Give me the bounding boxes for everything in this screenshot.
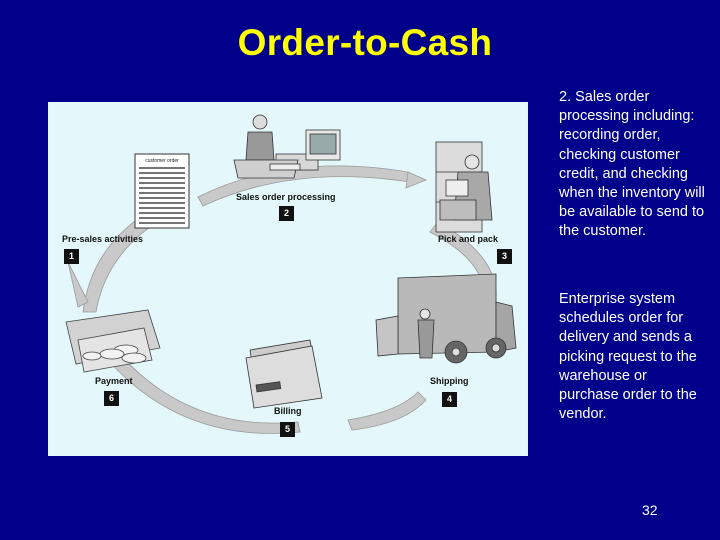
step-label-sales-order-processing: Sales order processing — [236, 192, 336, 202]
office-worker-computer-icon — [233, 114, 341, 179]
slide-title: Order-to-Cash — [237, 22, 493, 63]
step-label-pre-sales: Pre-sales activities — [62, 234, 144, 244]
step-label-shipping: Shipping — [430, 376, 469, 386]
cycle-illustration: customer order — [65, 114, 517, 434]
billing-envelope-icon — [245, 339, 323, 409]
document-header: customer order — [145, 158, 179, 164]
step-label-payment: Payment — [95, 376, 133, 386]
customer-order-document-icon: customer order — [134, 153, 190, 229]
step-label-pick-and-pack: Pick and pack — [438, 234, 499, 244]
step-number-1: 1 — [64, 249, 79, 264]
enterprise-system-description: Enterprise system schedules order for de… — [559, 291, 697, 423]
step-number-2: 2 — [279, 206, 294, 221]
payment-money-icon — [65, 309, 161, 373]
delivery-truck-icon — [375, 273, 517, 364]
step-number-3: 3 — [497, 249, 512, 264]
warehouse-worker-icon — [435, 141, 493, 233]
page-number: 32 — [642, 502, 658, 518]
step-number-6: 6 — [104, 391, 119, 406]
sales-order-description: 2. Sales order processing including: rec… — [559, 89, 705, 240]
step-number-4: 4 — [442, 392, 457, 407]
step-number-5: 5 — [280, 422, 295, 437]
order-to-cash-diagram: customer order — [48, 102, 528, 456]
step-label-billing: Billing — [274, 406, 302, 416]
